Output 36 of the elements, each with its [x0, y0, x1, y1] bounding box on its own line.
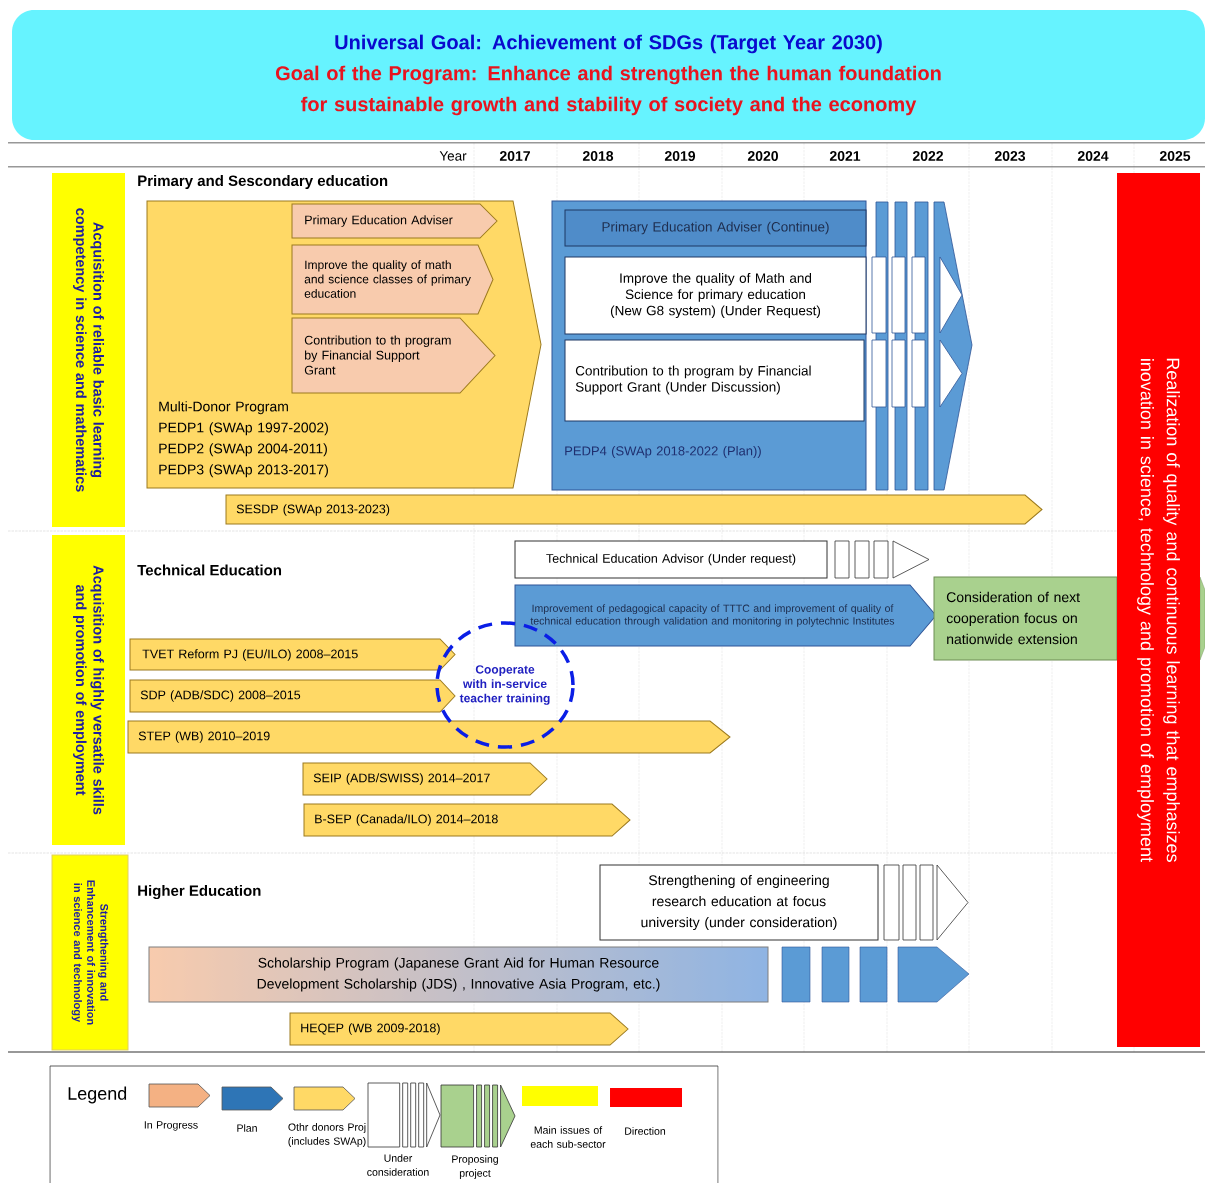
legend-title: Legend [68, 1086, 127, 1104]
section-heading: Technical Education [137, 564, 281, 576]
chevron-box: SESDP (SWAp 2013-2023) [225, 494, 1043, 525]
project-box: Improve the quality of Math and Science for primary education (New G8 system) (Under Request) [564, 256, 867, 335]
issue-band: Acquisition of reliable basic learning competency in science and mathematics [52, 173, 125, 527]
project-box: Consideration of next cooperation focus on nationwide extension [933, 576, 1118, 661]
chevron-box: SDP (ADB/SDC) 2008–2015 [129, 679, 456, 713]
legend-label: Plan [237, 1124, 257, 1132]
goal-banner: Universal Goal: Achievement of SDGs (Target Year 2030) Goal of the Program: Enhance and strengthen the human foundation for sustainable growth and stability of society and the economy [12, 10, 1205, 140]
chevron-box: Contribution to th program by Financial Support Grant [291, 317, 496, 394]
year-label: 2025 [1159, 151, 1191, 161]
chevron-box: HEQEP (WB 2009-2018) [289, 1012, 629, 1046]
chevron-box: Primary Education Adviser [291, 203, 498, 239]
legend-label: Main issues of each sub-sector [530, 1126, 606, 1148]
project-box: Technical Education Advisor (Under request) [514, 540, 828, 579]
chevron-box: TVET Reform PJ (EU/ILO) 2008–2015 [129, 638, 456, 671]
issue-band: Strengthening and Enhancement of innovation in science and technology [51, 854, 129, 1051]
chevron-box: Improve the quality of math and science classes of primary education [291, 244, 494, 315]
chevron-box: Improvement of pedagogical capacity of TTTC and improvement of quality of technical education through validation and monitoring in polytechnic Institutes [514, 584, 937, 647]
chevron-box: B-SEP (Canada/ILO) 2014–2018 [303, 803, 631, 837]
section-heading: Higher Education [138, 885, 261, 900]
year-label: 2024 [1077, 151, 1109, 161]
section-heading: Primary and Sescondary education [138, 175, 388, 189]
legend-label: Under consideration [367, 1154, 429, 1176]
chevron-box: SEIP (ADB/SWISS) 2014–2017 [302, 762, 548, 796]
project-box: Contribution to th program by Financial Support Grant (Under Discussion) [564, 339, 865, 422]
chevron-box: STEP (WB) 2010–2019 [127, 720, 731, 754]
issue-band: Acquisition of highly versatile skills and promotion of employment [52, 535, 125, 845]
project-box: Strengthening of engineering research education at focus university (under consideration) [599, 864, 879, 941]
project-bar: Scholarship Program (Japanese Grant Aid for Human Resource Development Scholarship (JDS) , Innovative Asia Program, etc.) [148, 946, 769, 1003]
legend-label: In Progress [144, 1121, 198, 1131]
legend-label: Direction [625, 1127, 666, 1135]
issue-band: Realization of quality and continuous learning that emphasizes inovation in science, technology and promotion of employment [1117, 173, 1200, 1047]
project-box: Primary Education Adviser (Continue) [564, 209, 867, 247]
legend-label: Othr donors Proj (includes SWAp) [288, 1123, 366, 1147]
legend-label: Proposing project [452, 1155, 498, 1179]
